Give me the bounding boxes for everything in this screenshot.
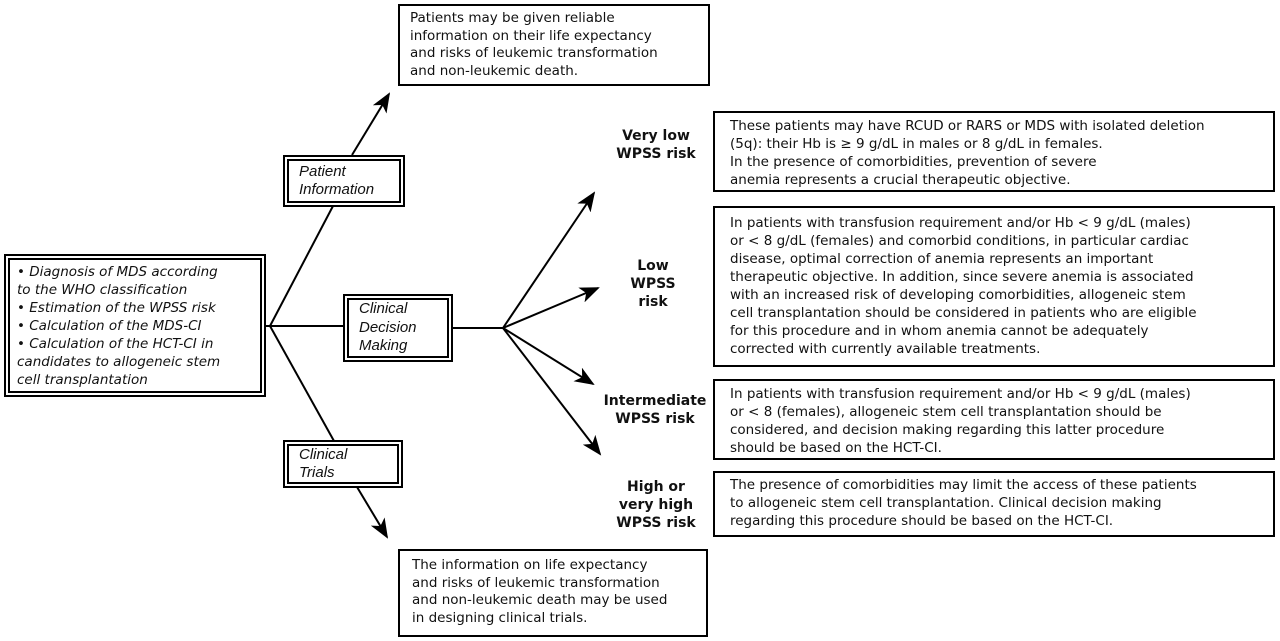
arrow-patient-information-to-outcome	[351, 92, 391, 156]
outcome-text: The presence of comorbidities may limit …	[730, 477, 1197, 529]
arrow-to-high-risk	[502, 327, 602, 456]
outcome-text: Patients may be given reliable informati…	[410, 10, 658, 79]
node-patient-information: Patient Information	[283, 155, 405, 207]
node-label: Clinical Decision Making	[359, 300, 417, 355]
diagnosis-criteria-box: • Diagnosis of MDS according to the WHO …	[4, 254, 266, 397]
outcome-text: In patients with transfusion requirement…	[730, 386, 1191, 456]
criteria-item: • Diagnosis of MDS according to the WHO …	[17, 263, 218, 298]
node-label: Patient Information	[299, 162, 375, 199]
outcome-text: In patients with transfusion requirement…	[730, 215, 1197, 357]
criteria-item: • Calculation of the MDS-CI	[17, 317, 202, 334]
connector-left-to-clinical-trials	[269, 325, 335, 442]
risk-label-very-low: Very low WPSS risk	[616, 128, 696, 162]
outcome-text: The information on life expectancy and r…	[412, 557, 668, 626]
risk-label-low: Low WPSS risk	[630, 258, 676, 310]
outcome-box-high-very-high: The presence of comorbidities may limit …	[713, 471, 1275, 537]
clinical-trials-outcome-box: The information on life expectancy and r…	[398, 549, 708, 637]
node-clinical-trials: Clinical Trials	[283, 440, 403, 488]
criteria-item: • Estimation of the WPSS risk	[17, 299, 216, 316]
outcome-box-very-low: These patients may have RCUD or RARS or …	[713, 111, 1275, 192]
risk-label-intermediate: Intermediate WPSS risk	[603, 393, 707, 427]
outcome-box-intermediate: In patients with transfusion requirement…	[713, 379, 1275, 460]
arrow-to-intermediate-risk	[502, 327, 595, 386]
risk-label-high-very-high: High or very high WPSS risk	[616, 479, 696, 531]
arrow-clinical-trials-to-outcome	[356, 486, 389, 539]
outcome-box-low: In patients with transfusion requirement…	[713, 206, 1275, 367]
arrow-to-low-risk	[502, 287, 600, 329]
criteria-item: • Calculation of the HCT-CI in candidate…	[17, 335, 221, 388]
connector-left-to-patient-information	[269, 205, 334, 327]
outcome-text: These patients may have RCUD or RARS or …	[730, 118, 1205, 188]
node-label: Clinical Trials	[299, 445, 348, 482]
arrow-to-very-low-risk	[502, 191, 596, 329]
patient-information-outcome-box: Patients may be given reliable informati…	[398, 4, 710, 86]
node-clinical-decision-making: Clinical Decision Making	[343, 294, 453, 362]
